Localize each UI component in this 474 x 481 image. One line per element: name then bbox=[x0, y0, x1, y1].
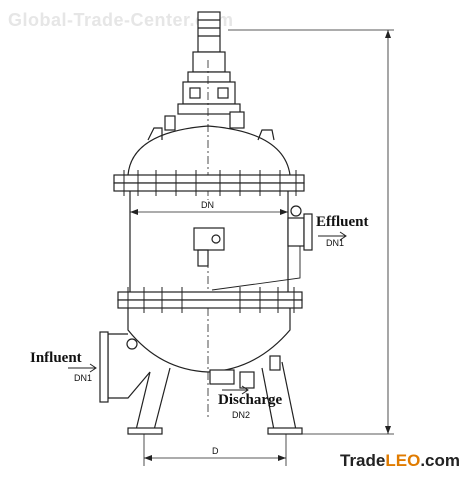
influent-size: DN1 bbox=[74, 373, 93, 383]
brand-logo: TradeLEO.com bbox=[340, 451, 460, 471]
influent-label: Influent bbox=[30, 350, 82, 366]
influent-arrow bbox=[68, 363, 97, 373]
base-diameter-label: D bbox=[212, 446, 219, 456]
effluent-size: DN1 bbox=[326, 238, 345, 248]
discharge-arrow bbox=[222, 385, 249, 395]
effluent-label: Effluent bbox=[316, 214, 369, 230]
top-flange bbox=[113, 170, 305, 196]
discharge-size: DN2 bbox=[232, 410, 251, 420]
watermark-text: Global-Trade-Center.com bbox=[8, 10, 234, 30]
brand-part-3: .com bbox=[420, 451, 460, 470]
discharge-label: Discharge bbox=[218, 392, 283, 408]
bottom-shell bbox=[99, 308, 303, 466]
motor-drive bbox=[164, 11, 245, 131]
body-diameter-label: DN bbox=[201, 200, 214, 210]
height-dimension bbox=[228, 29, 394, 435]
effluent-arrow bbox=[318, 231, 347, 241]
brand-part-1: Trade bbox=[340, 451, 386, 470]
vessel-body bbox=[129, 191, 313, 420]
middle-flange bbox=[117, 287, 303, 313]
brand-part-2: LEO bbox=[385, 451, 421, 470]
